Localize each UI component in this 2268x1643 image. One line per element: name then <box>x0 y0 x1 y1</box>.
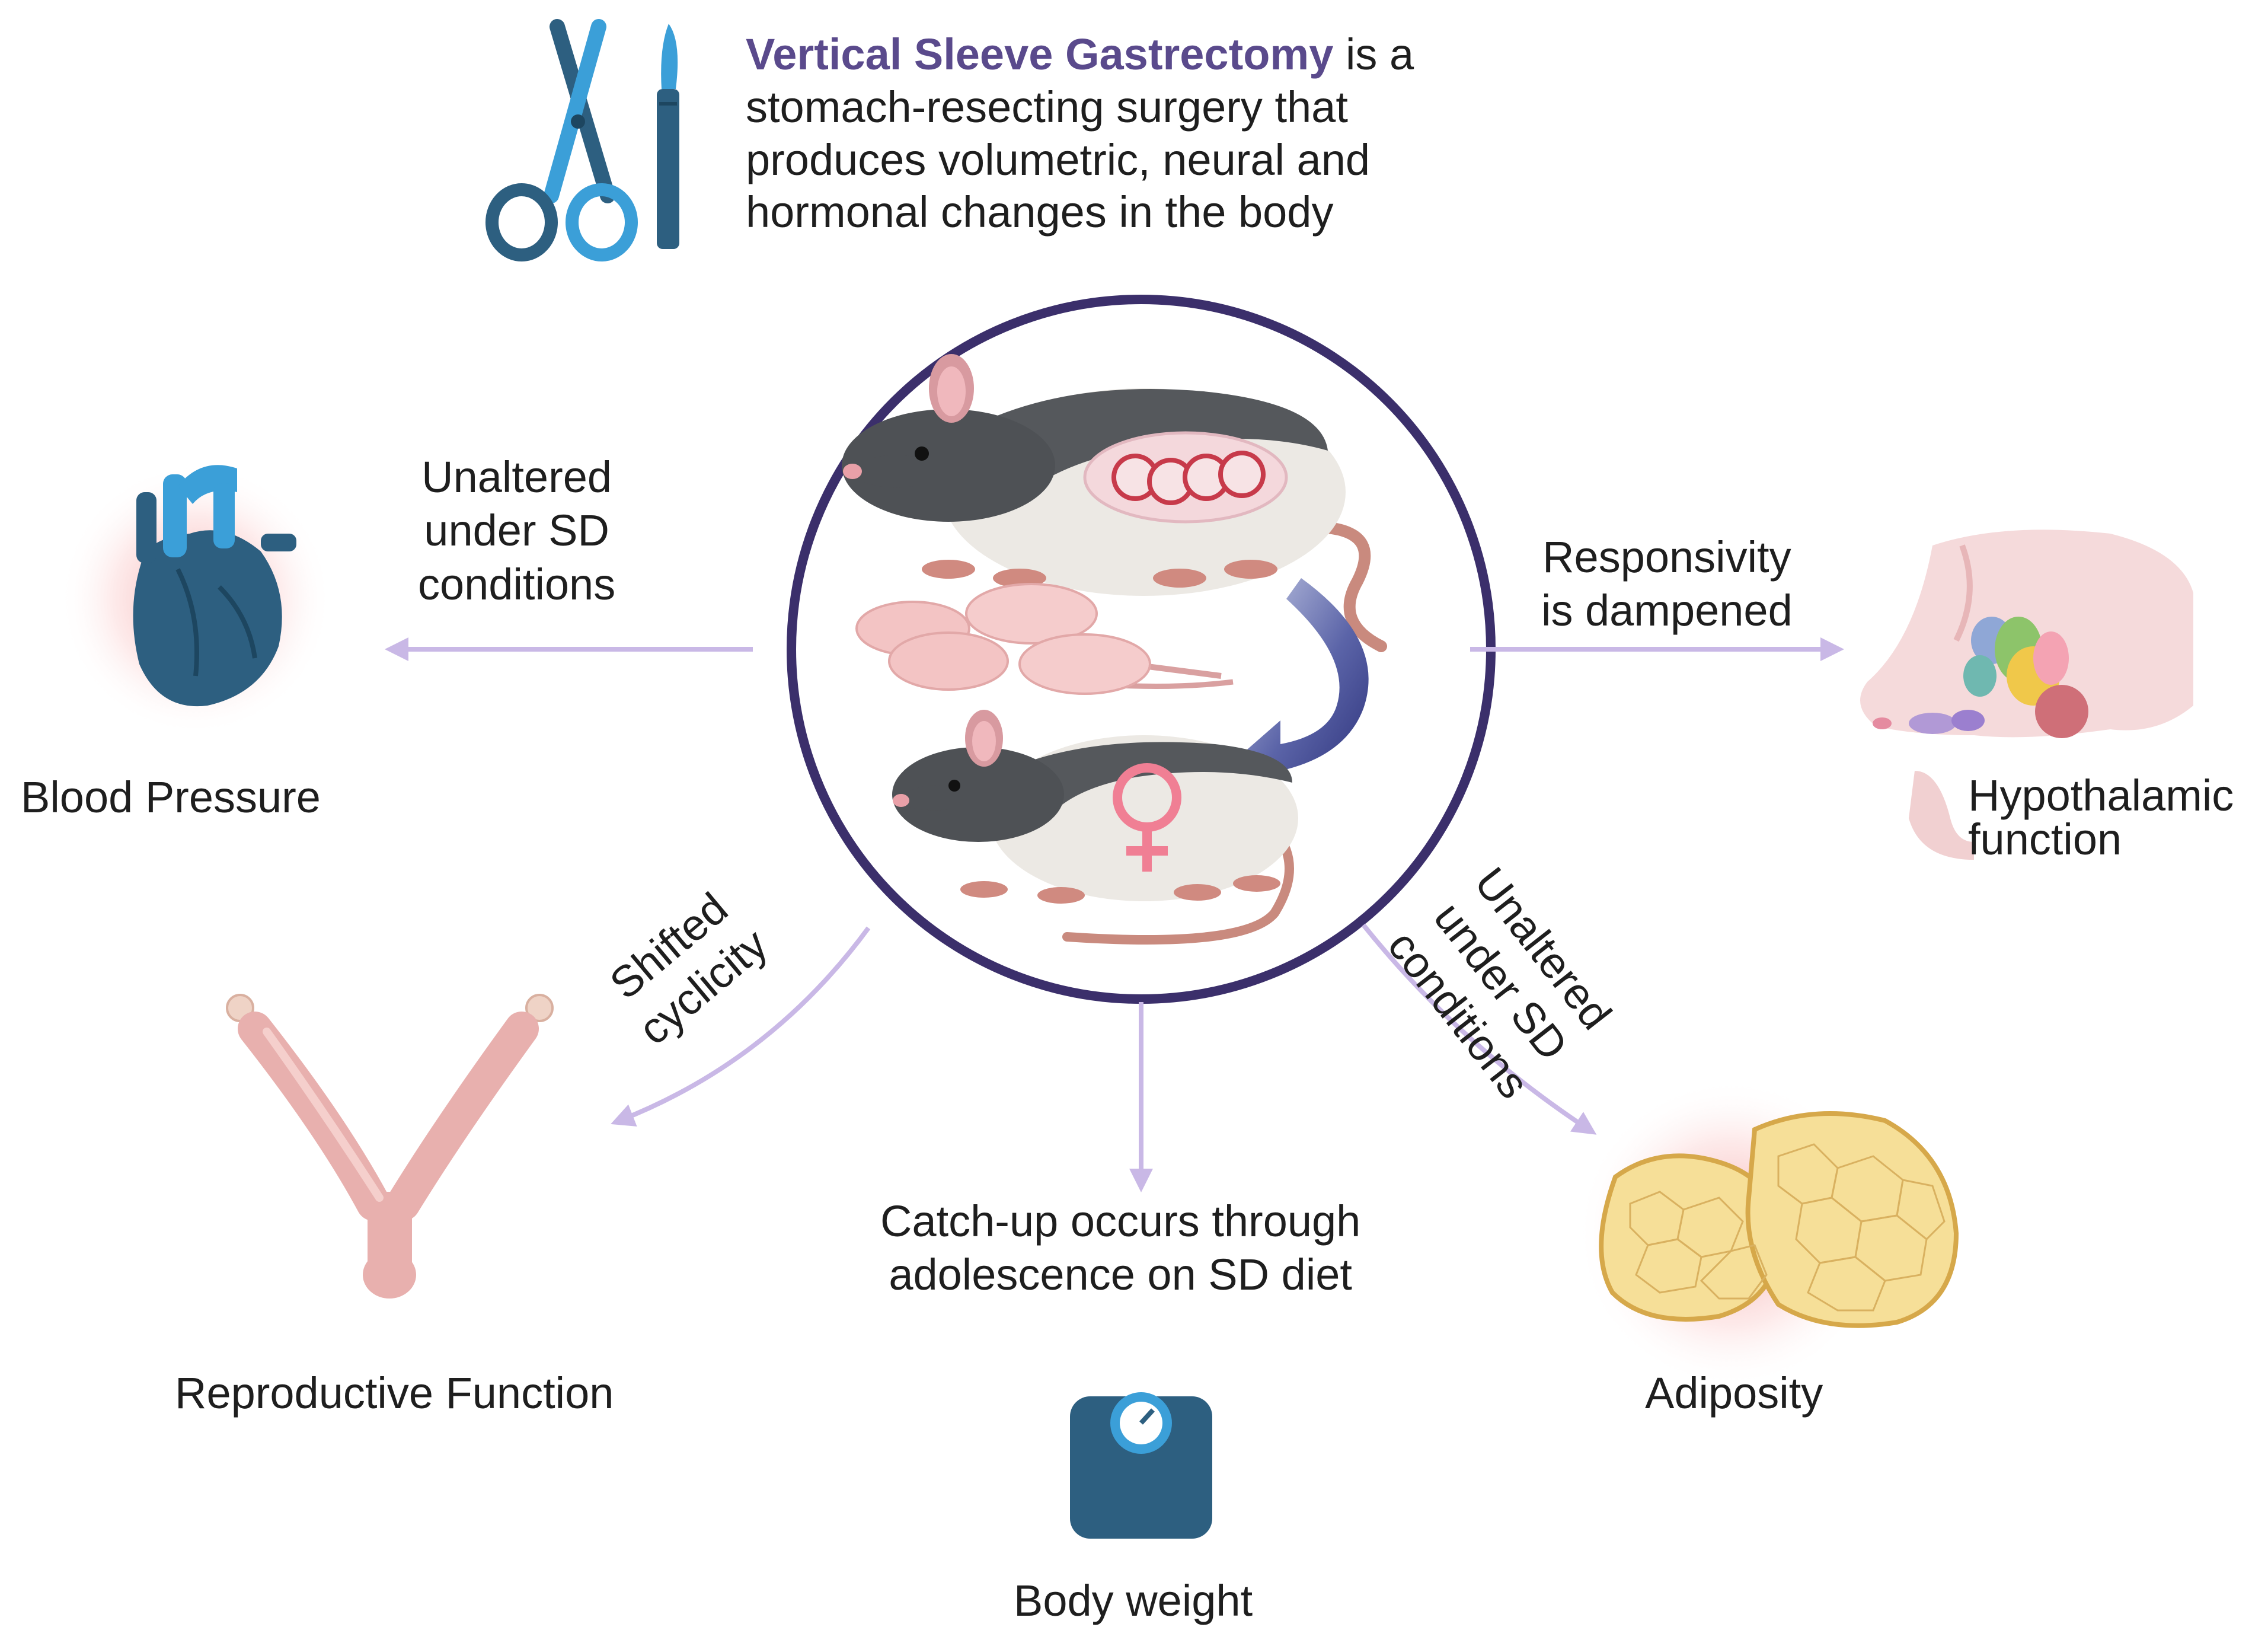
brain-icon <box>1860 529 2193 860</box>
intro-line-1: Vertical Sleeve Gastrectomy is a <box>746 28 1414 81</box>
pregnant-rat-icon <box>842 354 1387 652</box>
blood-pressure-effect: Unaltered under SD conditions <box>418 451 615 611</box>
hypo-title-line-1: Hypothalamic <box>1968 771 2234 820</box>
intro-line-1-rest: is a <box>1333 30 1414 79</box>
body-weight-title: Body weight <box>1014 1576 1253 1625</box>
arrow-to-adiposity <box>1361 923 1597 1135</box>
hypo-effect-line-1: Responsivity <box>1542 532 1791 582</box>
female-symbol-icon <box>1113 763 1181 872</box>
heart-icon <box>59 462 332 735</box>
intro-line-3: produces volumetric, neural and <box>746 135 1371 184</box>
intro-line-4: hormonal changes in the body <box>746 187 1334 237</box>
intro-line-2: stomach-resecting surgery that <box>746 82 1348 132</box>
bp-effect-line-1: Unaltered <box>421 452 612 502</box>
adiposity-title: Adiposity <box>1645 1368 1823 1418</box>
uterus-icon <box>226 994 554 1299</box>
fat-tissue-icon <box>1577 1079 1959 1387</box>
body-weight-effect: Catch-up occurs through adolescence on S… <box>880 1195 1360 1302</box>
arrow-to-reproductive <box>611 926 871 1127</box>
reproductive-title: Reproductive Function <box>175 1368 614 1418</box>
hypo-title-line-2: function <box>1968 815 2122 864</box>
bp-effect-line-2: under SD <box>424 506 609 556</box>
bw-effect-line-1: Catch-up occurs through <box>880 1197 1361 1246</box>
procedure-name: Vertical Sleeve Gastrectomy <box>746 30 1334 79</box>
scalpel-icon <box>657 24 679 249</box>
hypo-effect-line-2: is dampened <box>1541 586 1793 636</box>
pups-icon <box>855 583 1234 695</box>
female-rat-icon <box>892 710 1298 945</box>
transition-arrow <box>1233 578 1369 797</box>
scissors-icon <box>485 19 638 261</box>
bp-effect-line-3: conditions <box>418 559 616 609</box>
intro-text: Vertical Sleeve Gastrectomy is a stomach… <box>746 28 1414 239</box>
blood-pressure-title: Blood Pressure <box>21 773 321 822</box>
scale-icon <box>1070 1392 1212 1539</box>
hypothalamic-effect: Responsivity is dampened <box>1541 531 1793 638</box>
bw-effect-line-2: adolescence on SD diet <box>889 1250 1352 1300</box>
hypothalamic-title: Hypothalamic function <box>1968 774 2234 862</box>
